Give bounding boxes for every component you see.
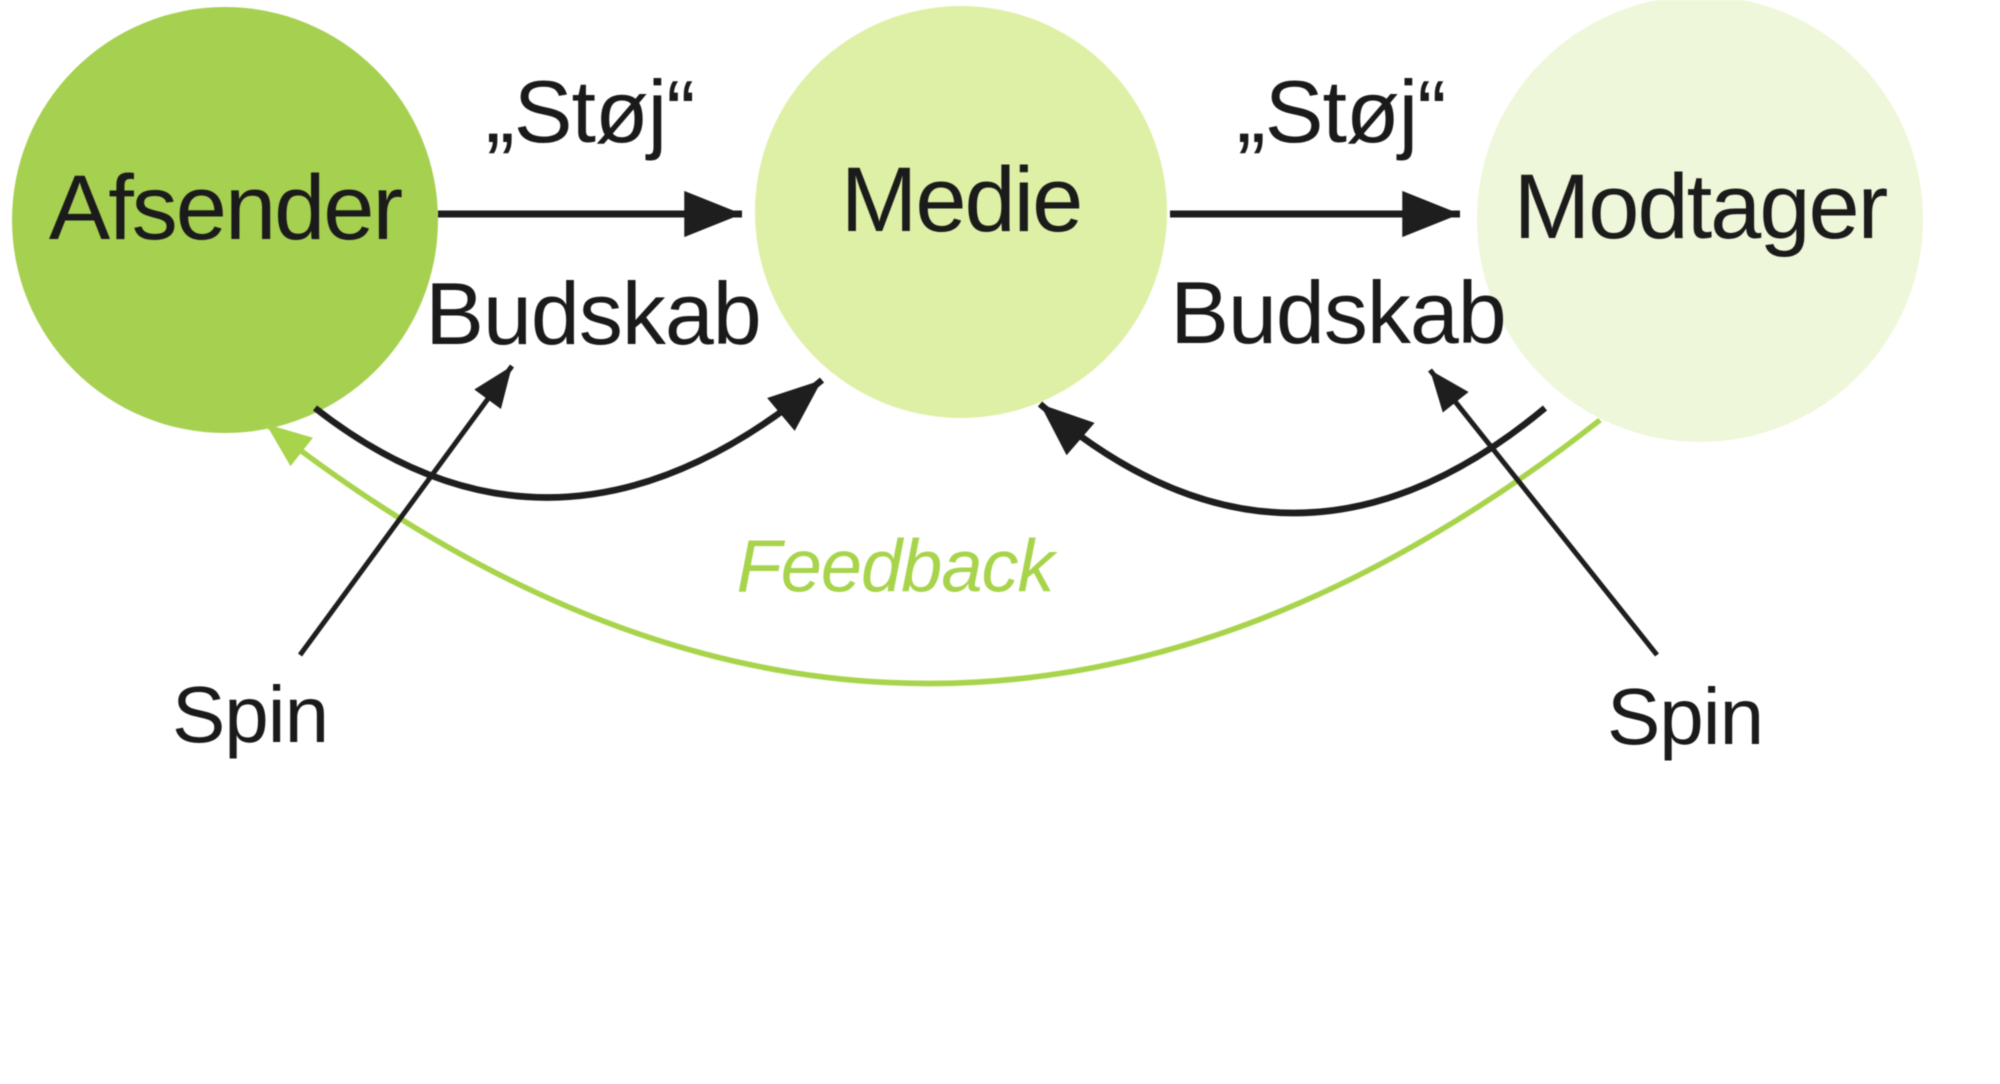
arrow-budskab-modtager-to-medie — [1037, 401, 1548, 517]
arrow-spin-left — [297, 364, 515, 657]
feedback-label: Feedback — [736, 524, 1055, 608]
noise-label-1: „Støj“ — [485, 62, 695, 161]
node-medie-label: Medie — [840, 148, 1084, 251]
arrow-budskab-afsender-to-medie — [312, 377, 825, 501]
noise-label-2: „Støj“ — [1236, 62, 1446, 161]
node-modtager-label: Modtager — [1513, 155, 1889, 258]
budskab-label-2: Budskab — [1170, 263, 1506, 362]
node-medie: Medie — [755, 6, 1167, 418]
node-afsender-label: Afsender — [48, 156, 403, 259]
spin-label-right: Spin — [1606, 672, 1764, 761]
node-afsender: Afsender — [12, 7, 438, 433]
spin-label-left: Spin — [171, 670, 329, 759]
node-modtager: Modtager — [1477, 0, 1923, 442]
budskab-label-1: Budskab — [425, 264, 761, 363]
